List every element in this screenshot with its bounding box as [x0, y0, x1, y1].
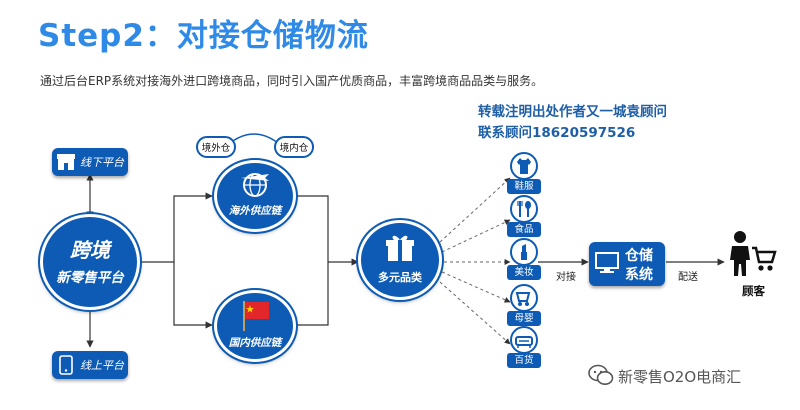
page-title: Step2：对接仓储物流	[38, 18, 369, 54]
edge-branches-merge	[296, 195, 329, 326]
overseas-chain-circle: 海外供应链	[214, 160, 296, 232]
hub-label-2: 新零售平台	[56, 270, 124, 286]
watermark-line-2: 联系顾问18620597526	[478, 125, 636, 141]
sofa-icon	[515, 336, 533, 348]
domestic-warehouse-pill: 境内仓	[274, 136, 314, 158]
offline-platform-box: 线下平台	[52, 148, 128, 176]
watermark-line-1: 转载注明出处作者又一城袁顾问	[478, 104, 667, 120]
footer-brand: 新零售O2O电商汇	[618, 368, 742, 386]
category-label-1: 鞋服	[507, 179, 541, 194]
category-circle-4	[510, 284, 538, 312]
category-label-4: 母婴	[507, 311, 541, 326]
category-label-3: 美妆	[507, 265, 541, 280]
overseas-chain-label: 海外供应链	[228, 205, 282, 217]
page-subtitle: 通过后台ERP系统对接海外进口跨境商品，同时引入国产优质商品，丰富跨境商品品类与…	[40, 74, 544, 88]
multi-category-label: 多元品类	[378, 271, 422, 284]
category-circle-3	[510, 238, 538, 266]
wechat-icon	[588, 364, 614, 385]
lipstick-icon	[521, 244, 527, 260]
edge-multi-cat-4	[441, 271, 511, 303]
edge-label-connect: 对接	[556, 272, 576, 283]
offline-platform-label: 线下平台	[80, 156, 124, 169]
edge-hub-domestic	[173, 262, 213, 329]
edge-multi-cat-5	[439, 281, 511, 345]
category-circle-2	[510, 195, 538, 223]
multi-category-circle: 多元品类	[358, 220, 442, 300]
category-circle-1	[510, 152, 538, 180]
category-label-5: 百货	[507, 353, 541, 368]
clothing-icon	[517, 158, 531, 174]
online-platform-label: 线上平台	[80, 359, 124, 372]
category-circle-5	[510, 326, 538, 354]
hub-label-1: 跨境	[70, 238, 110, 262]
edge-multi-cat-2	[441, 219, 511, 253]
warehouse-label-2: 系统	[625, 267, 653, 283]
category-label-2: 食品	[507, 222, 541, 237]
store-icon	[57, 154, 75, 170]
phone-icon	[59, 355, 73, 375]
edge-label-deliver: 配送	[678, 272, 698, 283]
shopper-cart-icon	[730, 231, 777, 276]
warehouse-system-box: 仓储 系统	[589, 242, 665, 286]
globe-plane-icon	[241, 173, 269, 197]
monitor-icon	[595, 252, 619, 273]
china-flag-icon	[243, 301, 269, 331]
domestic-chain-label: 国内供应链	[228, 337, 282, 349]
edge-hub-overseas	[140, 192, 213, 263]
overseas-warehouse-pill: 境外仓	[196, 136, 236, 158]
warehouse-label-1: 仓储	[625, 248, 653, 264]
domestic-chain-circle: 国内供应链	[214, 290, 296, 362]
gift-icon	[386, 235, 414, 261]
stroller-icon	[515, 292, 531, 306]
edge-multi-cat-1	[439, 177, 511, 243]
online-platform-box: 线上平台	[52, 351, 128, 379]
customer-label: 顾客	[742, 284, 765, 298]
hub-circle: 跨境 新零售平台	[40, 214, 140, 310]
food-icon	[517, 201, 531, 217]
